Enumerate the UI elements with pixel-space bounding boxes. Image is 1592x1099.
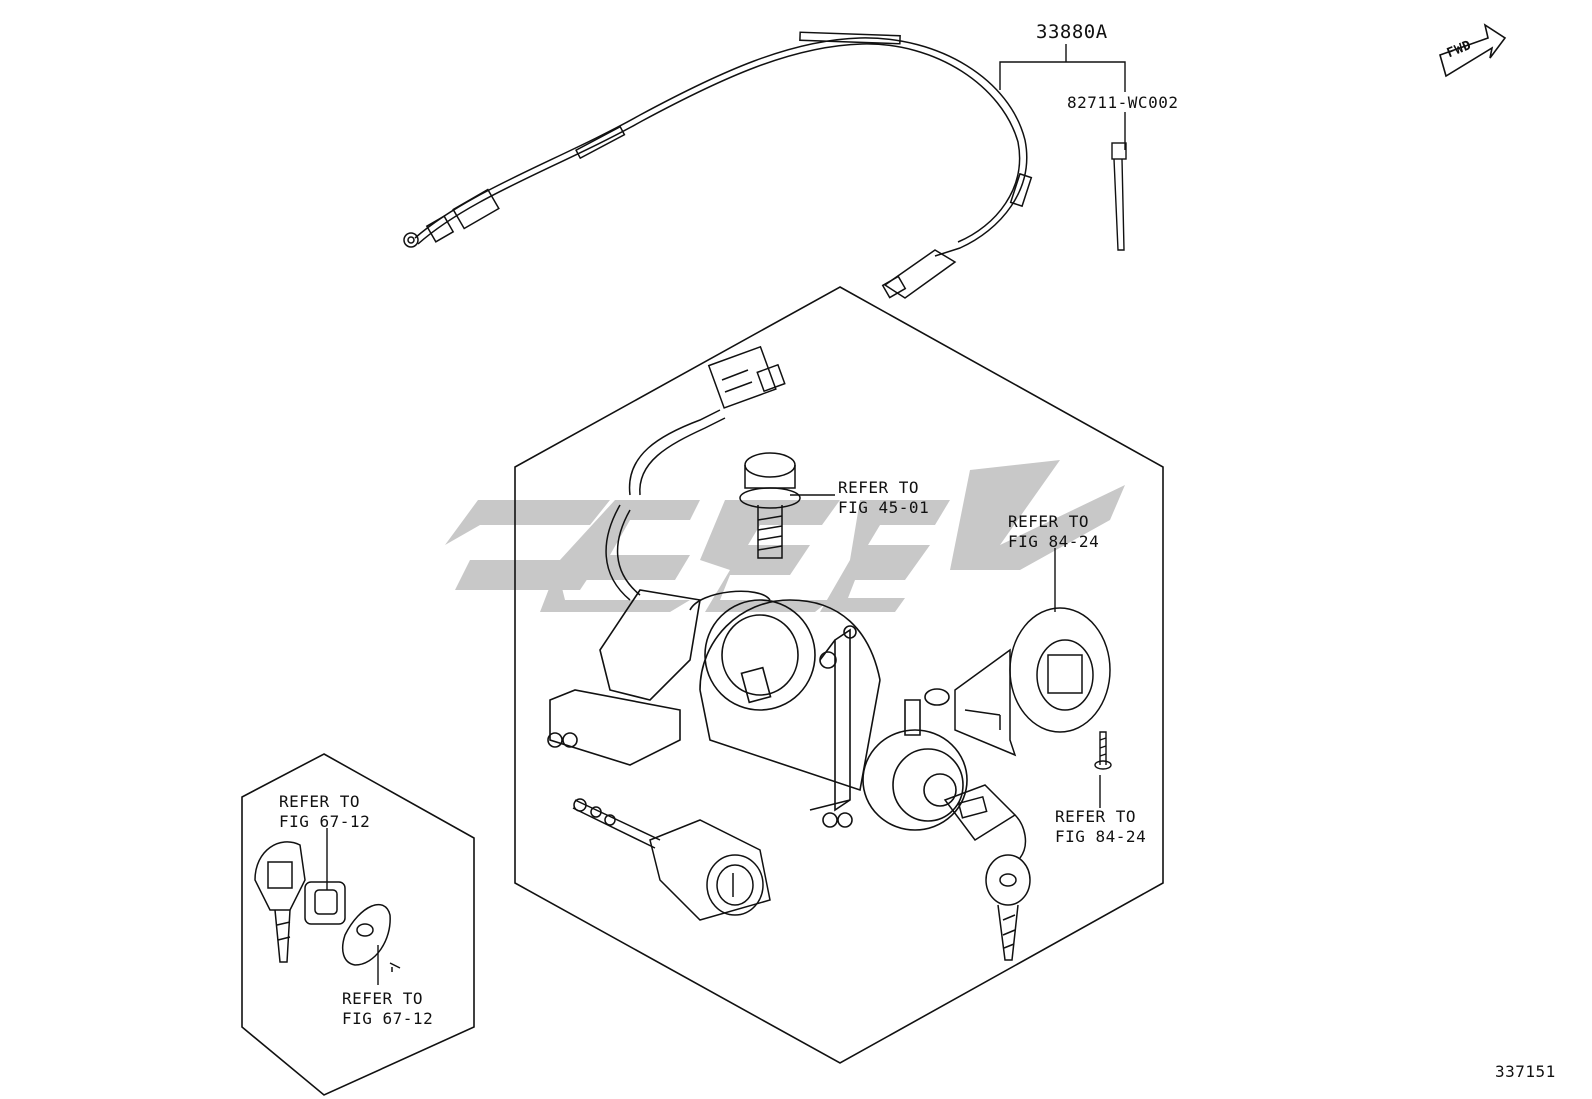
ref-67-cover-line1: REFER TO: [342, 989, 424, 1008]
cable-assembly: [403, 31, 1033, 299]
part-number-33880a: 33880A: [1036, 21, 1108, 43]
screw-icon: [1094, 731, 1112, 770]
ref-fig-84-24-screw: REFER TO FIG 84-24: [1055, 807, 1146, 847]
figure-code: 337151: [1495, 1062, 1556, 1081]
spare-key-icon: [254, 841, 401, 972]
ref-67-key-line2: FIG 67-12: [279, 812, 371, 831]
ref-fig-67-12-key: REFER TO FIG 67-12: [279, 792, 370, 832]
ref-84-ring-line2: FIG 84-24: [1008, 532, 1100, 551]
ref-67-cover-line2: FIG 67-12: [342, 1009, 434, 1028]
assembly-outline: [241, 286, 1164, 1096]
ref-67-key-line1: REFER TO: [279, 792, 361, 811]
ref-84-screw-line1: REFER TO: [1055, 807, 1137, 826]
ref-fig-84-24-ring: REFER TO FIG 84-24: [1008, 512, 1099, 552]
leader-lines: [326, 44, 1126, 985]
key-icon: [943, 784, 1031, 961]
ref-45-line2: FIG 45-01: [838, 498, 930, 517]
watermark-logo: [445, 460, 1125, 612]
ref-84-ring-line1: REFER TO: [1008, 512, 1090, 531]
ref-fig-67-12-cover: REFER TO FIG 67-12: [342, 989, 433, 1029]
ignition-lock-body: [547, 589, 968, 831]
ref-84-screw-line2: FIG 84-24: [1055, 827, 1147, 846]
immobiliser-ring: [954, 607, 1111, 757]
fwd-arrow-icon: [1439, 23, 1507, 78]
cable-tie: [1111, 142, 1127, 251]
bolt-icon: [739, 452, 801, 559]
wire-harness: [605, 345, 786, 601]
ref-45-line1: REFER TO: [838, 478, 920, 497]
ref-fig-45-01: REFER TO FIG 45-01: [838, 478, 929, 518]
part-number-82711: 82711-WC002: [1067, 93, 1179, 112]
door-lock-cylinder: [572, 798, 771, 921]
